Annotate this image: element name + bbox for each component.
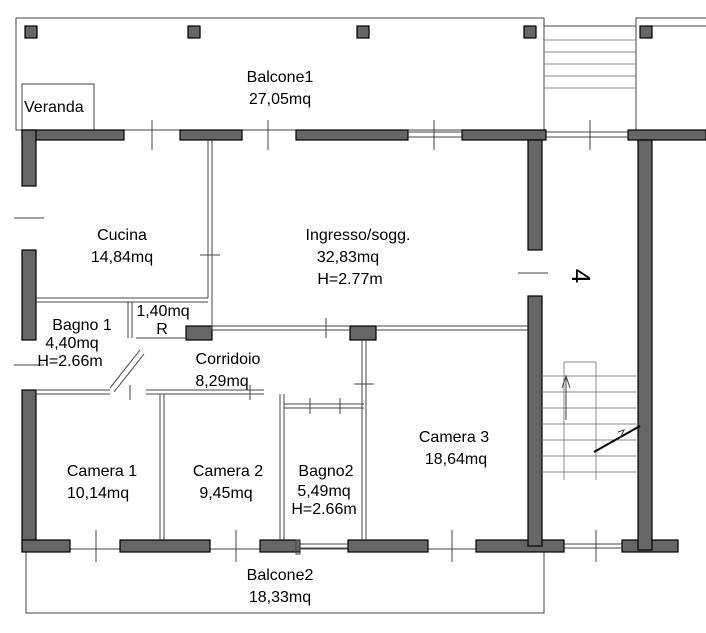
bagno1-height: H=2.66m (37, 353, 102, 370)
bagno2-name: Bagno2 (298, 463, 353, 480)
bagno1-name: Bagno 1 (52, 317, 112, 334)
camera1-area: 10,14mq (67, 485, 129, 502)
balcone1-name: Balcone1 (247, 69, 314, 86)
upper-stair (544, 39, 636, 89)
camera1-name: Camera 1 (67, 463, 137, 480)
corridoio-name: Corridoio (196, 351, 261, 368)
ingresso-area: 32,83mq (317, 249, 379, 266)
camera3-name: Camera 3 (419, 429, 489, 446)
exterior-walls (21, 129, 706, 553)
interior-pillars (185, 325, 377, 341)
camera3-area: 18,64mq (425, 451, 487, 468)
stairwell (542, 361, 641, 480)
corridoio-area: 8,29mq (195, 373, 248, 390)
ingresso-height: H=2.77m (317, 271, 382, 288)
balcone2-name: Balcone2 (247, 567, 314, 584)
ingresso-name: Ingresso/sogg. (306, 227, 411, 244)
door-marks (14, 120, 628, 562)
ripostiglio-area: 1,40mq (136, 303, 189, 320)
interior-partitions (36, 140, 528, 540)
veranda-name: Veranda (24, 99, 84, 116)
cucina-name: Cucina (97, 227, 147, 244)
balcone2-area: 18,33mq (249, 589, 311, 606)
unit-number: 4 (566, 269, 596, 283)
bagno2-height: H=2.66m (291, 501, 356, 518)
camera2-area: 9,45mq (199, 485, 252, 502)
right-edge-outline (544, 17, 706, 130)
ripostiglio-code: R (156, 321, 168, 338)
balcone1-area: 27,05mq (249, 91, 311, 108)
camera2-name: Camera 2 (193, 463, 263, 480)
bagno2-area: 5,49mq (297, 483, 350, 500)
cucina-area: 14,84mq (91, 249, 153, 266)
bagno1-area: 4,40mq (45, 335, 98, 352)
balcony-posts (24, 25, 653, 39)
